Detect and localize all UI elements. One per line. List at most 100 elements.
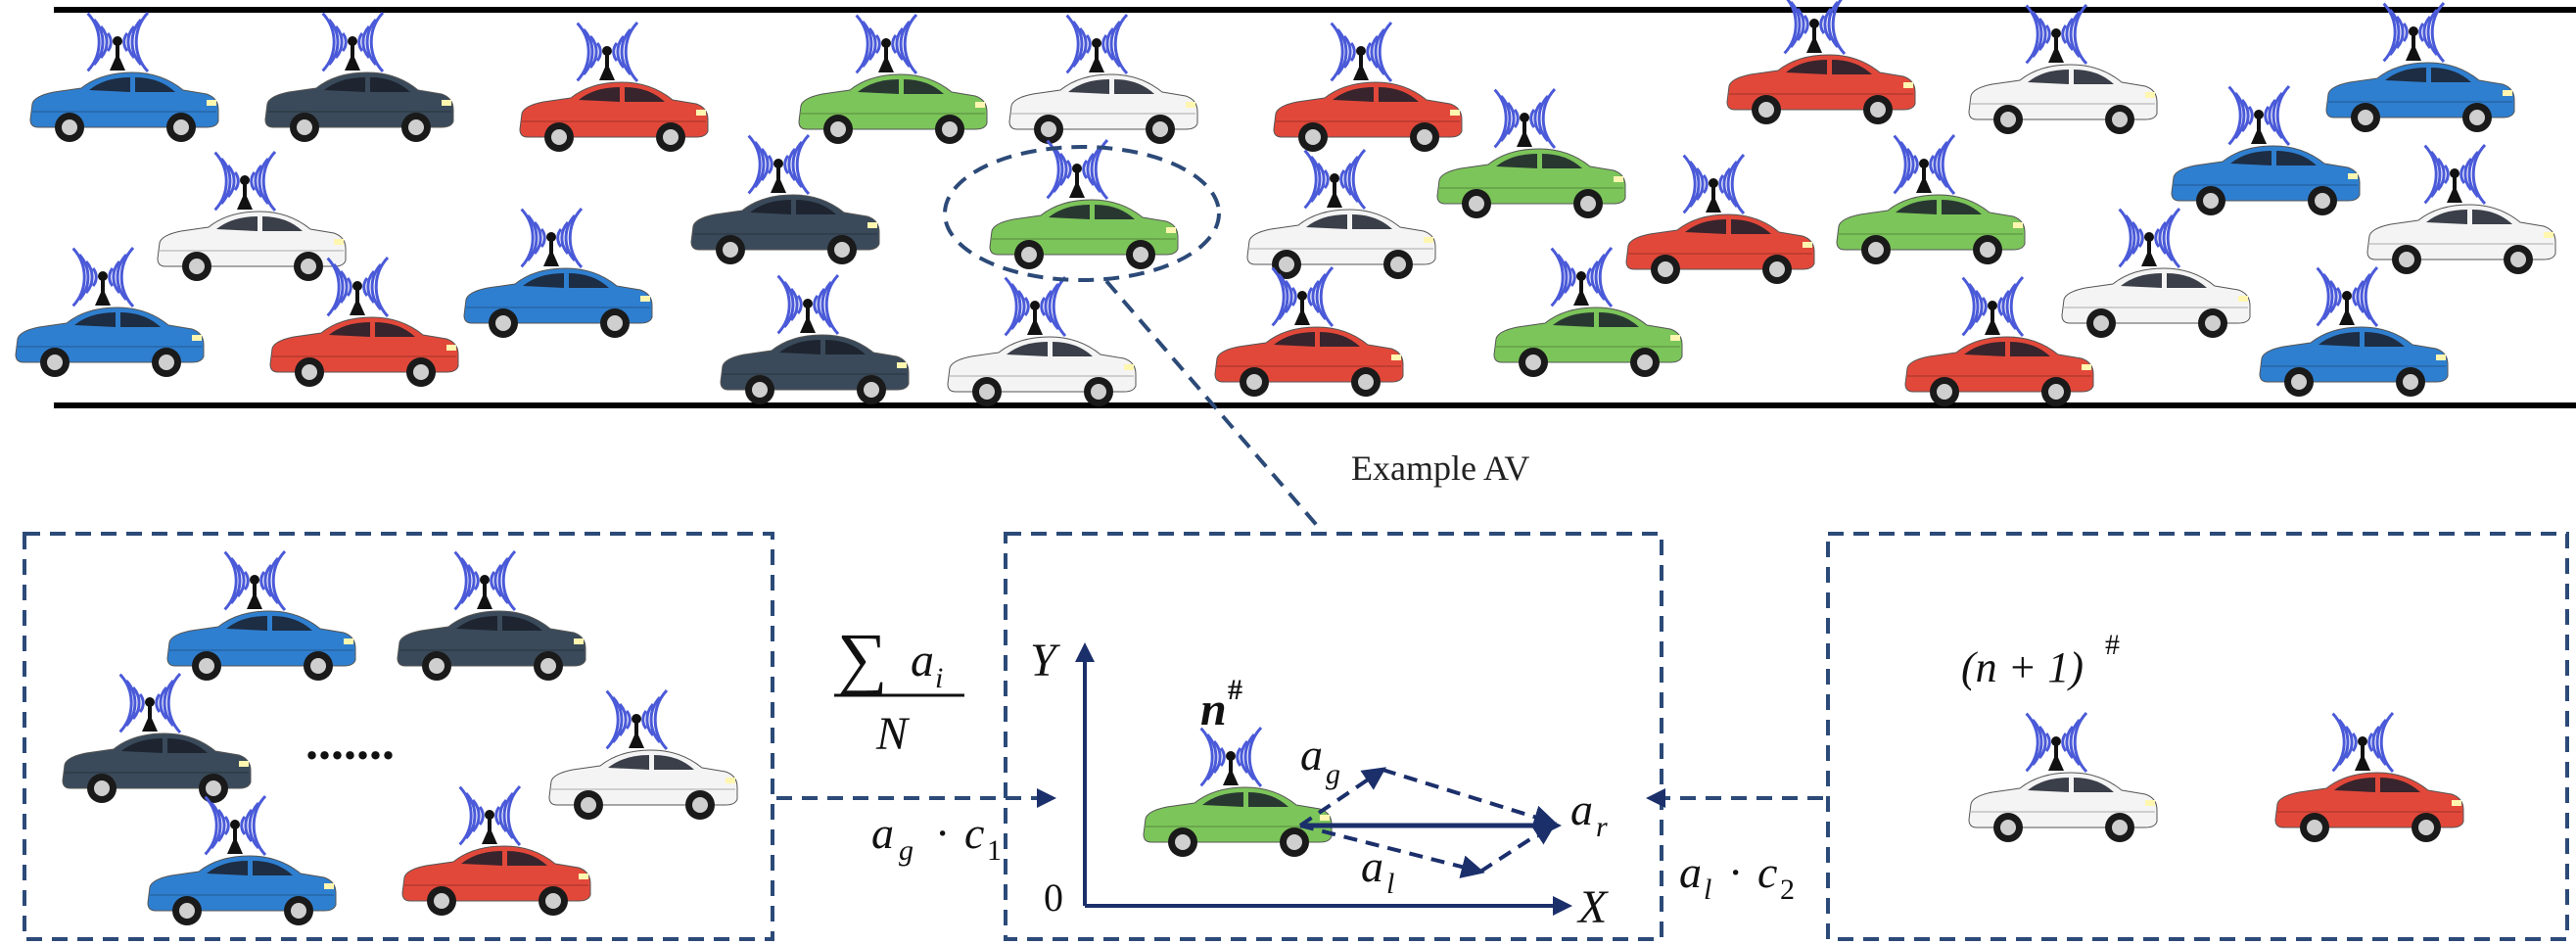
car-icon	[1246, 209, 1436, 280]
car-icon	[62, 732, 252, 804]
car-icon	[1273, 81, 1463, 153]
car-icon	[1625, 213, 1815, 285]
average-formula: ∑ a i N	[834, 619, 964, 760]
car-33	[147, 794, 337, 926]
left-prod-c-sub: 1	[987, 834, 1002, 867]
car-icon	[401, 845, 591, 917]
leading-av-box	[1826, 532, 2569, 941]
right-prod-dot: ·	[1728, 847, 1743, 897]
antenna-icon	[320, 11, 385, 73]
antenna-icon	[746, 133, 811, 196]
al-var: a	[1361, 841, 1383, 891]
car-icon	[2325, 62, 2515, 133]
ag-sub: g	[1326, 758, 1340, 790]
car-icon	[147, 855, 337, 926]
antenna-icon	[325, 256, 390, 318]
car-icon	[15, 307, 205, 378]
car-12	[989, 138, 1179, 270]
ar-label: a r	[1570, 784, 1608, 843]
sum-variable: a	[911, 635, 934, 686]
car-icon	[1493, 307, 1683, 378]
antenna-icon	[212, 150, 277, 213]
car-22	[463, 207, 653, 339]
antenna-icon	[457, 784, 522, 847]
antenna-icon	[1492, 87, 1557, 150]
left-prod-dot: ·	[935, 808, 950, 858]
car-icon	[1726, 54, 1916, 125]
car-icon	[798, 73, 988, 145]
example-av-label: Example AV	[1351, 449, 1529, 488]
neighbor-group-box	[23, 532, 774, 941]
car-1	[29, 11, 219, 143]
antenna-icon	[575, 21, 639, 83]
left-prod-c: c	[964, 808, 984, 858]
car-23	[720, 273, 910, 405]
antenna-icon	[1003, 275, 1067, 338]
car-32	[548, 688, 738, 821]
car-5	[1008, 13, 1198, 145]
car-icon	[463, 267, 653, 339]
car-14	[1436, 87, 1626, 219]
car-icon	[989, 199, 1179, 270]
antenna-icon	[1302, 148, 1367, 211]
car-29	[166, 549, 356, 682]
car-25	[1214, 265, 1404, 398]
antenna-icon	[1681, 153, 1746, 215]
car-11	[690, 133, 880, 265]
car-icon	[29, 71, 219, 143]
car-icon	[2259, 326, 2449, 398]
car-20	[15, 246, 205, 378]
ag-vector	[1298, 767, 1386, 827]
antenna-icon	[2226, 84, 2291, 147]
ar-sub: r	[1596, 811, 1608, 843]
vehicle-fleet	[15, 0, 2556, 926]
n1-sup: #	[2105, 629, 2120, 661]
sum-denominator: N	[875, 708, 911, 760]
origin-label: 0	[1044, 875, 1063, 920]
car-28	[2259, 265, 2449, 398]
car-icon	[269, 316, 459, 388]
example-av-connector	[1104, 279, 1322, 531]
car-7	[1726, 0, 1916, 125]
antenna-icon	[1960, 275, 2025, 338]
ar-var: a	[1570, 784, 1593, 834]
current-av-index: n #	[1200, 674, 1242, 735]
antenna-icon	[519, 207, 584, 269]
car-icon	[1968, 772, 2158, 843]
car-icon	[2171, 145, 2361, 216]
al-to-ar-vector	[1478, 822, 1558, 874]
al-sub: l	[1386, 868, 1394, 900]
car-9	[2325, 1, 2515, 133]
car-icon	[2366, 204, 2556, 275]
antenna-icon	[1064, 13, 1129, 75]
antenna-icon	[2024, 3, 2088, 66]
antenna-icon	[1329, 21, 1393, 83]
antenna-icon	[604, 688, 669, 751]
car-36	[1968, 711, 2158, 843]
car-24	[947, 275, 1137, 407]
antenna-icon	[2024, 711, 2088, 774]
antenna-icon	[452, 549, 517, 612]
car-icon	[264, 71, 454, 143]
antenna-icon	[2315, 265, 2379, 328]
left-product-label: a g · c 1	[871, 808, 1002, 867]
ag-to-ar-vector	[1382, 768, 1558, 828]
car-19	[2061, 207, 2251, 339]
x-axis-label: X	[1576, 881, 1609, 933]
antenna-icon	[117, 672, 182, 734]
car-icon	[1008, 73, 1198, 145]
car-icon	[1904, 336, 2094, 407]
car-8	[1968, 3, 2158, 135]
right-prod-c: c	[1757, 847, 1777, 897]
car-2	[264, 11, 454, 143]
car-icon	[690, 194, 880, 265]
car-30	[397, 549, 586, 682]
car-3	[519, 21, 709, 153]
antenna-icon	[775, 273, 840, 336]
car-icon	[1214, 326, 1404, 398]
n-sup: #	[1228, 674, 1242, 706]
n-label: n	[1200, 684, 1227, 735]
ag-var: a	[1300, 730, 1323, 780]
car-31	[62, 672, 252, 804]
